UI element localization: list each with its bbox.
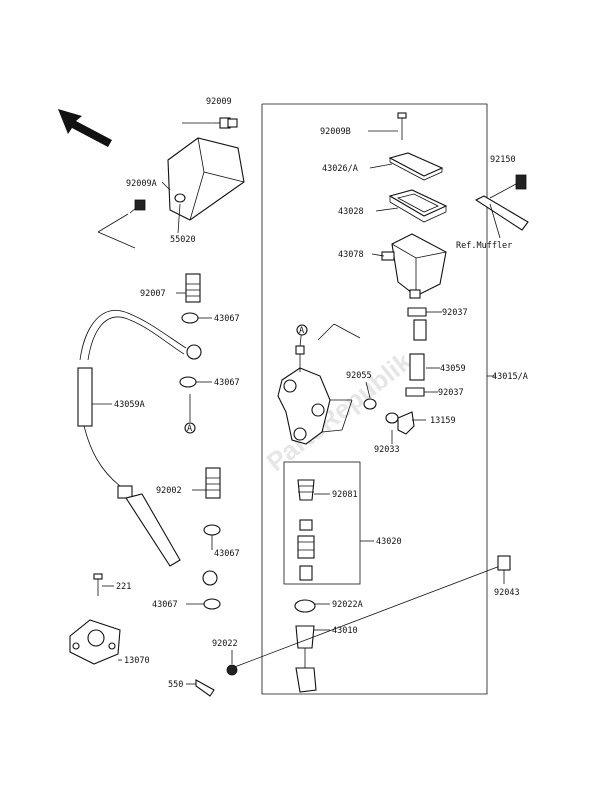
muffler-bracket	[474, 195, 529, 239]
label-92009A: 92009A	[126, 179, 157, 189]
part-221-screw	[93, 573, 103, 596]
part-92150-bolt	[489, 174, 527, 199]
watermark: PartsRepublik	[261, 346, 418, 478]
part-92037-clamp-lower	[405, 387, 425, 397]
part-43028-diaphragm	[388, 189, 448, 223]
part-92009A-bolt	[97, 199, 146, 249]
label-43067-2: 43067	[214, 378, 240, 388]
label-43078: 43078	[338, 250, 364, 260]
label-55020: 55020	[170, 235, 196, 245]
part-92043-pin	[497, 555, 511, 571]
part-92033-circlip	[385, 412, 399, 424]
label-43059: 43059	[440, 364, 466, 374]
label-92055: 92055	[346, 371, 372, 381]
part-92022-washer	[226, 664, 238, 676]
master-cylinder-body	[277, 323, 361, 445]
part-43059-hose	[409, 319, 427, 381]
front-arrow-icon	[58, 109, 112, 147]
label-43020: 43020	[376, 537, 402, 547]
leader-lines	[92, 122, 505, 685]
part-43067-washer-2	[179, 376, 197, 388]
part-13159-fitting	[397, 411, 426, 435]
callout-labels: 92009 92009A 55020 92009B 43026/A 92150 …	[114, 97, 528, 690]
label-43067-1: 43067	[214, 314, 240, 324]
part-43067-washer-4	[203, 598, 221, 610]
ref-a-lower-label: A	[187, 424, 192, 434]
label-221: 221	[116, 582, 131, 592]
part-43067-washer-3	[203, 524, 221, 536]
part-55020-guard	[167, 137, 245, 221]
label-92043: 92043	[494, 588, 520, 598]
ref-a-lower: A	[184, 394, 196, 434]
assembly-frame	[261, 103, 488, 695]
part-43078-reservoir	[381, 233, 447, 299]
label-92022A: 92022A	[332, 600, 363, 610]
label-92022: 92022	[212, 639, 238, 649]
label-43028: 43028	[338, 207, 364, 217]
label-92009B: 92009B	[320, 127, 351, 137]
label-43067-3: 43067	[214, 549, 240, 559]
label-43010: 43010	[332, 626, 358, 636]
part-92055-oring	[363, 398, 377, 410]
label-92081: 92081	[332, 490, 358, 500]
label-43015A: 43015/A	[492, 372, 528, 382]
label-92009: 92009	[206, 97, 232, 107]
label-92150: 92150	[490, 155, 516, 165]
label-13070: 13070	[124, 656, 150, 666]
label-92037-lower: 92037	[438, 388, 464, 398]
label-43059A: 43059A	[114, 400, 145, 410]
ref-a-upper-label: A	[299, 326, 304, 336]
part-92009-bolt	[214, 117, 238, 129]
part-550-cotter-pin	[195, 679, 215, 697]
part-43026A-cap	[388, 152, 444, 181]
label-43026A: 43026/A	[322, 164, 358, 174]
part-92009B-screw	[397, 112, 407, 140]
part-92037-clamp-upper	[407, 307, 427, 317]
label-92002: 92002	[156, 486, 182, 496]
ref-a-upper: A	[296, 324, 308, 336]
label-43067-4: 43067	[152, 600, 178, 610]
label-92037-upper: 92037	[442, 308, 468, 318]
part-13070-bracket	[69, 619, 121, 665]
part-43010-push-rod	[231, 565, 501, 693]
part-92022A-ring	[294, 599, 316, 613]
part-43059A-hose	[77, 310, 218, 586]
label-92033: 92033	[374, 445, 400, 455]
label-ref-muffler: Ref.Muffler	[456, 241, 512, 251]
label-550: 550	[168, 680, 183, 690]
label-92007: 92007	[140, 289, 166, 299]
part-43020-piston-kit-box	[283, 461, 361, 585]
part-92002-banjo-bolt	[205, 467, 221, 499]
part-92007-banjo-bolt	[185, 273, 201, 303]
part-43067-washer-1	[181, 312, 199, 324]
label-13159: 13159	[430, 416, 456, 426]
